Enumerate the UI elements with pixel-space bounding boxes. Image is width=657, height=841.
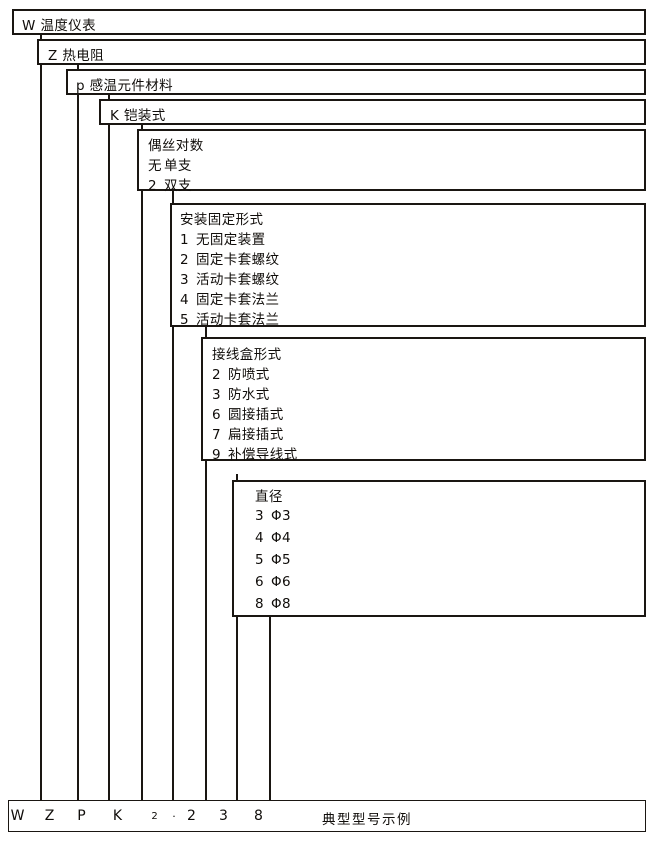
option-key: 8 xyxy=(255,596,264,612)
option-value: 防水式 xyxy=(228,387,270,403)
option-value: Φ4 xyxy=(271,530,292,546)
level-title-element-material: p 感温元件材料 xyxy=(76,78,174,94)
option-key: 4 xyxy=(255,530,264,546)
option-key: 5 xyxy=(255,552,264,568)
level-box-instrument xyxy=(12,9,646,35)
option-row-junction-box-2: 6 圆接插式 xyxy=(212,403,284,423)
option-row-mounting-fixture-3: 4 固定卡套法兰 xyxy=(180,288,279,308)
option-value: 双支 xyxy=(164,178,192,194)
connector-line-junction-box xyxy=(236,474,238,800)
level-box-wire-pairs xyxy=(137,129,646,191)
example-cell-armor-type: K xyxy=(112,808,124,824)
option-value: 活动卡套螺纹 xyxy=(196,272,280,288)
option-value: 单支 xyxy=(164,158,192,174)
example-cell-wire-pairs: 2 xyxy=(151,811,159,822)
option-row-diameter-1: 4 Φ4 xyxy=(255,530,291,546)
option-value: 活动卡套法兰 xyxy=(196,312,280,328)
level-title-wire-pairs: 偶丝对数 xyxy=(148,138,204,154)
option-key: 2 xyxy=(148,178,157,194)
option-row-mounting-fixture-1: 2 固定卡套螺纹 xyxy=(180,248,279,268)
level-title-junction-box: 接线盒形式 xyxy=(212,347,282,363)
option-value: Φ5 xyxy=(271,552,292,568)
option-key: 3 xyxy=(180,272,189,288)
example-cell-instrument: W xyxy=(10,808,26,824)
option-row-mounting-fixture-2: 3 活动卡套螺纹 xyxy=(180,268,279,288)
option-value: 防喷式 xyxy=(228,367,270,383)
option-row-diameter-0: 3 Φ3 xyxy=(255,508,291,524)
option-row-wire-pairs-0: 无单支 xyxy=(148,154,192,174)
example-cell-sensor-type: Z xyxy=(44,808,56,824)
connector-line-element-material xyxy=(108,93,110,800)
example-cell-diameter: 8 xyxy=(254,808,264,824)
option-value: Φ8 xyxy=(271,596,292,612)
example-note-label: 典型型号示例 xyxy=(322,812,412,828)
option-row-diameter-3: 6 Φ6 xyxy=(255,574,291,590)
option-key: 6 xyxy=(255,574,264,590)
level-title-sensor-type: Z 热电阻 xyxy=(48,48,105,64)
option-value: 补偿导线式 xyxy=(228,447,298,463)
option-row-mounting-fixture-4: 5 活动卡套法兰 xyxy=(180,308,279,328)
option-key: 3 xyxy=(255,508,264,524)
option-key: 4 xyxy=(180,292,189,308)
level-box-armor-type xyxy=(99,99,646,125)
example-cell-mounting-fixture: 2 xyxy=(187,808,197,824)
example-cell-junction-box: 3 xyxy=(219,808,229,824)
option-value: 扁接插式 xyxy=(228,427,284,443)
connector-line-diameter xyxy=(269,617,271,800)
option-key: 2 xyxy=(180,252,189,268)
connector-line-mounting-fixture xyxy=(205,327,207,800)
option-row-wire-pairs-1: 2 双支 xyxy=(148,174,192,194)
option-row-junction-box-3: 7 扁接插式 xyxy=(212,423,284,443)
option-row-diameter-2: 5 Φ5 xyxy=(255,552,291,568)
option-key: 2 xyxy=(212,367,221,383)
level-title-armor-type: K 铠装式 xyxy=(110,108,166,124)
option-value: Φ3 xyxy=(271,508,292,524)
connector-line-instrument xyxy=(40,33,42,800)
connector-line-sensor-type xyxy=(77,63,79,800)
option-value: 圆接插式 xyxy=(228,407,284,423)
level-box-sensor-type xyxy=(37,39,646,65)
option-key: 无 xyxy=(148,158,162,174)
option-key: 3 xyxy=(212,387,221,403)
option-key: 1 xyxy=(180,232,189,248)
option-key: 5 xyxy=(180,312,189,328)
connector-line-wire-pairs xyxy=(172,190,174,800)
example-separator-dot: · xyxy=(172,810,176,823)
example-cell-element-material: P xyxy=(77,808,87,824)
option-row-junction-box-0: 2 防喷式 xyxy=(212,363,270,383)
level-box-mounting-fixture xyxy=(170,203,646,327)
option-key: 9 xyxy=(212,447,221,463)
option-row-diameter-4: 8 Φ8 xyxy=(255,596,291,612)
option-row-junction-box-1: 3 防水式 xyxy=(212,383,270,403)
option-value: 固定卡套螺纹 xyxy=(196,252,280,268)
option-row-junction-box-4: 9 补偿导线式 xyxy=(212,443,298,463)
level-title-mounting-fixture: 安装固定形式 xyxy=(180,212,264,228)
connector-line-armor-type xyxy=(141,124,143,800)
level-box-diameter xyxy=(232,480,646,617)
option-key: 6 xyxy=(212,407,221,423)
level-box-junction-box xyxy=(201,337,646,461)
option-value: Φ6 xyxy=(271,574,292,590)
option-value: 固定卡套法兰 xyxy=(196,292,280,308)
level-title-instrument: W 温度仪表 xyxy=(22,18,97,34)
level-title-diameter: 直径 xyxy=(255,489,283,505)
level-box-element-material xyxy=(66,69,646,95)
option-value: 无固定装置 xyxy=(196,232,266,248)
example-model-row xyxy=(8,800,646,832)
option-key: 7 xyxy=(212,427,221,443)
option-row-mounting-fixture-0: 1 无固定装置 xyxy=(180,228,266,248)
